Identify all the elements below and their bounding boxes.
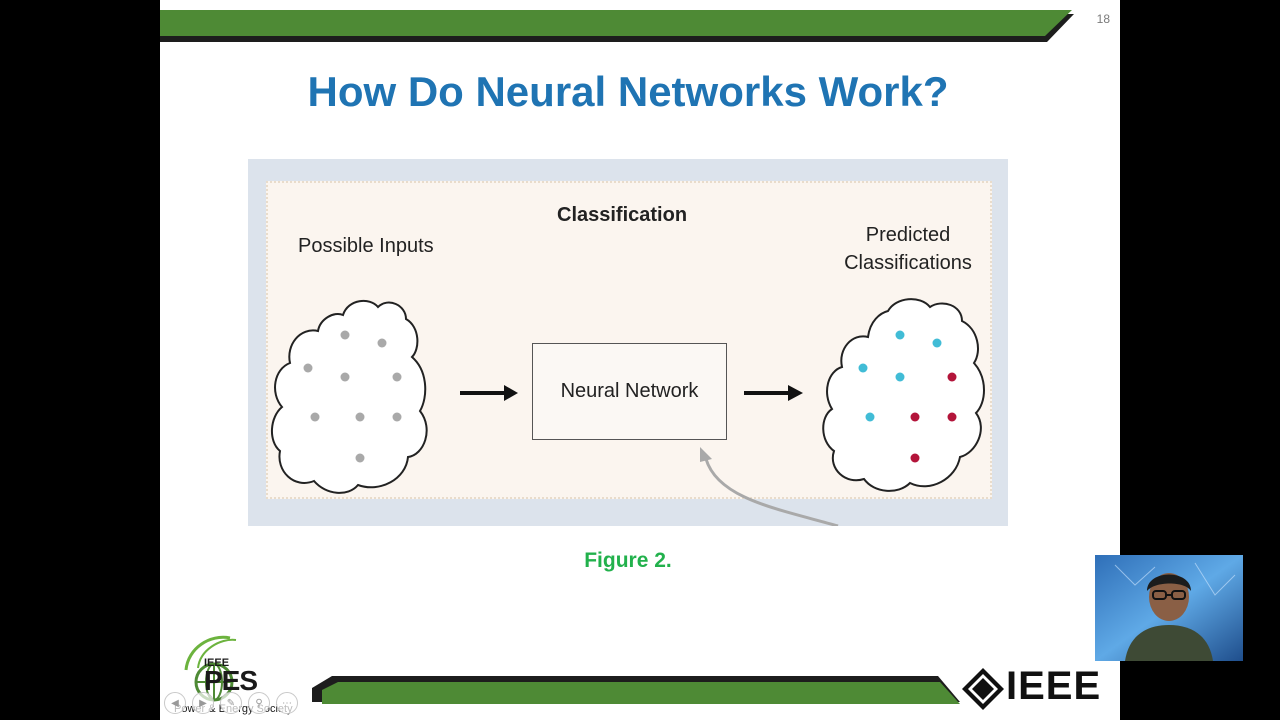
ieee-logo-text: IEEE (1006, 664, 1102, 708)
class-b-dot (947, 412, 957, 422)
slide: 18 How Do Neural Networks Work? (160, 0, 1120, 720)
feedback-arrow-head (700, 447, 712, 462)
pes-globe-icon (184, 635, 237, 702)
input-dot (355, 412, 365, 422)
pes-ieee-text: IEEE (204, 657, 230, 669)
inputs-cloud (271, 299, 428, 494)
input-dot (340, 330, 350, 340)
slide-title: How Do Neural Networks Work? (307, 68, 949, 115)
output-arrow (744, 385, 803, 401)
figure-image: Classification Possible Inputs Predicted… (248, 159, 1008, 526)
previous-icon[interactable]: ◀ (164, 692, 186, 714)
figure-caption: Figure 2. (584, 549, 672, 572)
classifications-cloud (822, 298, 985, 492)
input-dot (340, 372, 350, 382)
input-dot (310, 412, 320, 422)
class-a-dot (865, 412, 875, 422)
inputs-label: Possible Inputs (298, 235, 434, 257)
class-b-dot (910, 453, 920, 463)
top-band-green (160, 10, 1072, 36)
presentation-controls: ◀ ▶ ✎ ⚲ ⋯ (164, 692, 298, 714)
slide-number: 18 (1096, 12, 1110, 26)
predicted-label: Predicted Classifications (844, 224, 972, 274)
neural-network-box: Neural Network (532, 343, 727, 440)
class-b-dot (910, 412, 920, 422)
neural-network-label: Neural Network (560, 380, 699, 402)
zoom-icon[interactable]: ⚲ (248, 692, 270, 714)
input-dots (303, 330, 402, 463)
input-dot (392, 412, 402, 422)
input-arrow (460, 385, 518, 401)
top-band (160, 10, 1074, 42)
webcam-person-icon (1095, 555, 1243, 661)
input-dot (303, 363, 313, 373)
class-a-dot (895, 372, 905, 382)
output-dots (858, 330, 957, 463)
bottom-band-green (322, 682, 960, 704)
more-icon[interactable]: ⋯ (276, 692, 298, 714)
pen-icon[interactable]: ✎ (220, 692, 242, 714)
input-dot (392, 372, 402, 382)
bottom-band (312, 676, 960, 704)
class-a-dot (895, 330, 905, 340)
figure-drawing (271, 298, 985, 526)
class-a-dot (932, 338, 942, 348)
feedback-arrow (704, 458, 839, 526)
input-dot (355, 453, 365, 463)
pes-logo-text: PES (204, 665, 258, 696)
class-a-dot (858, 363, 868, 373)
ieee-diamond-icon (962, 668, 1004, 710)
figure-heading: Classification (557, 204, 688, 226)
webcam-overlay (1095, 555, 1243, 661)
class-b-dot (947, 372, 957, 382)
input-dot (377, 338, 387, 348)
next-icon[interactable]: ▶ (192, 692, 214, 714)
